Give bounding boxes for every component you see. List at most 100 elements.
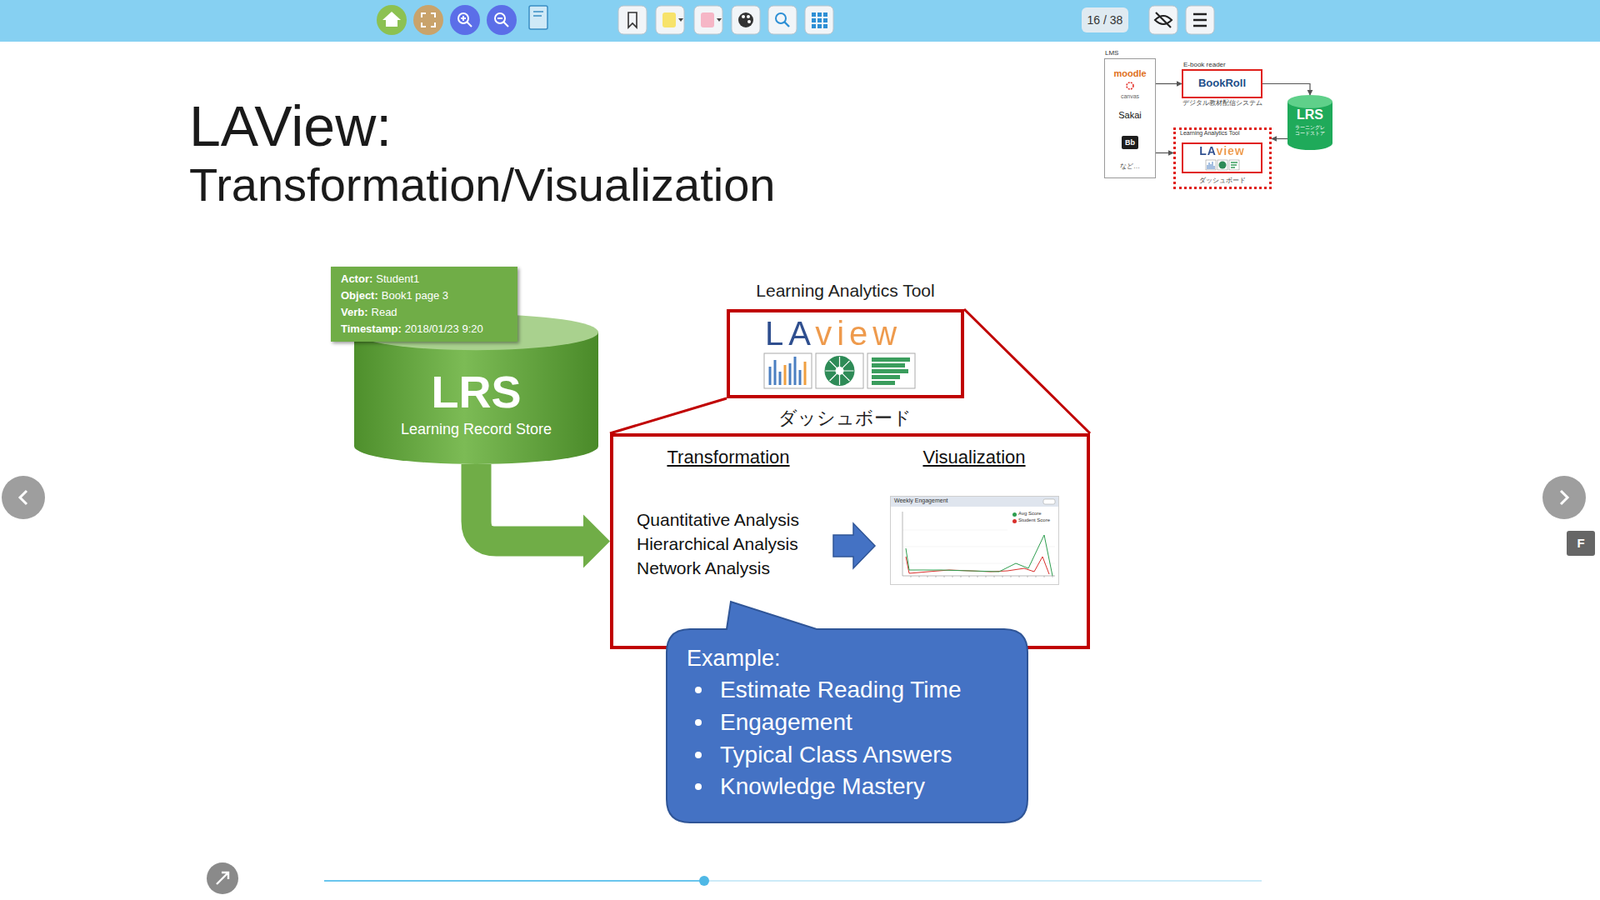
- toolbar-part: [747, 20, 751, 24]
- laview-icons-part-part: [871, 363, 905, 368]
- cylinder-top: [354, 314, 599, 350]
- box-heading: E-book reader: [1183, 60, 1226, 69]
- analysis-item: Quantitative Analysis: [636, 510, 800, 530]
- cylinder-caption: Learning Record Store: [400, 420, 552, 439]
- flow-arrow-head: [583, 515, 610, 569]
- analytics-tool-box: Learning Analytics ToolダッシュボードLAview: [1173, 127, 1272, 190]
- statement-key: Actor:: [340, 272, 373, 285]
- toolbar-part: [741, 15, 745, 19]
- toolbar-part-part: [811, 12, 816, 17]
- mini-logos-part: [1126, 82, 1134, 90]
- analysis-item: Hierarchical Analysis: [636, 534, 799, 555]
- cylinder-label: LRS: [431, 365, 522, 418]
- laview-icons-part: [764, 353, 812, 389]
- toolbar-part: [1149, 5, 1178, 35]
- toolbar-part: [618, 5, 647, 35]
- dashboard-caption: ダッシュボード: [778, 407, 912, 429]
- ebook-reader-box: E-book readerBookRollデジタル教材配信システム: [1181, 69, 1263, 99]
- connector: [1271, 138, 1288, 140]
- flow-arrow: [476, 464, 611, 569]
- statement-value: Student1: [375, 272, 420, 285]
- laview-icons-part: [825, 355, 855, 386]
- navigation-controls-part: [1542, 475, 1586, 520]
- logo-text: LAview: [1199, 144, 1245, 158]
- statement-key: Object:: [340, 289, 379, 302]
- bullet-text: Engagement: [720, 709, 853, 736]
- zoom-lines: [610, 309, 1090, 434]
- statement-line: Verb:Read: [340, 305, 398, 320]
- statement-value: Read: [371, 305, 398, 319]
- laview-icons-part-part: [785, 361, 805, 385]
- laview-icons-part-part: [871, 375, 900, 380]
- chart-illustration-part: [905, 535, 1053, 576]
- toolbar-part: [655, 5, 685, 35]
- toolbar-part: [376, 5, 407, 35]
- laview-logo-box: LAview: [1181, 142, 1263, 174]
- legend-swatch: [1012, 519, 1017, 524]
- bullet-text: Estimate Reading Time: [720, 676, 961, 704]
- logo-text: Sakai: [1118, 110, 1142, 121]
- statement-value: 2018/01/23 9:20: [405, 322, 484, 335]
- dashboard-frame: TransformationQuantitative AnalysisHiera…: [610, 433, 1090, 650]
- bullet-text: Typical Class Answers: [720, 741, 953, 769]
- toolbar-part: [731, 5, 760, 35]
- toolbar-part: [678, 18, 684, 22]
- laview-icons-part-part: [871, 369, 909, 374]
- toolbar-part-part: [817, 18, 822, 23]
- mini-logos-part: [1205, 160, 1216, 170]
- laview-icons-part: [825, 356, 855, 385]
- navigation-controls-part: [324, 880, 1262, 882]
- toolbar-part: [486, 5, 517, 35]
- laview-icons-part-part: [871, 357, 910, 362]
- cylinder-top: [1287, 95, 1333, 109]
- chart-illustration-part: [910, 575, 1053, 578]
- page-counter: 16 / 38: [1081, 7, 1129, 33]
- logo-text: canvas: [1120, 93, 1140, 100]
- statement-value: Book1 page 3: [381, 289, 449, 302]
- logo-text: moodle: [1113, 68, 1146, 80]
- cylinder-body: [1287, 101, 1333, 150]
- box-heading: Learning Analytics Tool: [755, 280, 935, 301]
- toolbar-part: [811, 12, 828, 29]
- laview-icons-part: [815, 353, 864, 389]
- box-text: など…: [1120, 162, 1140, 170]
- toolbar-part: [421, 13, 435, 27]
- toolbar-part: [662, 12, 676, 28]
- toolbar-part: [805, 5, 834, 35]
- example-callout: Example: Estimate Reading TimeEngagementT…: [666, 629, 1028, 823]
- connector: [1262, 84, 1310, 96]
- cylinder-outline: [1287, 95, 1333, 150]
- chart-illustration-part: [905, 556, 1050, 575]
- toolbar-part-part: [811, 18, 816, 23]
- legend-swatch: [1012, 512, 1017, 517]
- navigation-controls-part: [324, 880, 705, 882]
- toolbar-part: [450, 5, 480, 35]
- statement-key: Verb:: [340, 305, 369, 319]
- toolbar-part: [716, 18, 722, 22]
- slide-title: LAView: Transformation/Visualization: [189, 93, 940, 213]
- toolbar-part: [382, 11, 401, 27]
- toolbar-part: [413, 5, 444, 35]
- toolbar-part: [738, 12, 754, 28]
- lms-box: LMSmoodlecanvasSakaiBbなど…: [1104, 58, 1156, 179]
- analysis-item: Network Analysis: [636, 558, 770, 579]
- mini-logos-part: [1229, 160, 1240, 170]
- chart-illustration-part: [890, 496, 1059, 507]
- navigation-controls-part: [1, 475, 45, 520]
- bullet-text: Knowledge Mastery: [720, 773, 925, 800]
- toolbar-part: [1193, 14, 1207, 26]
- toolbar-part: [497, 18, 509, 27]
- legend-text: Avg Score: [1018, 510, 1042, 517]
- flow-arrow-stem: [476, 464, 586, 542]
- product-name: BookRoll: [1198, 77, 1246, 90]
- section-heading: Transformation: [666, 446, 790, 468]
- laview-icons-part-part: [871, 380, 895, 385]
- toolbar-part: [460, 15, 472, 27]
- side-tab-letter: F: [1566, 530, 1595, 556]
- chart-thumbnail: Weekly EngagementAvg ScoreStudent Score: [890, 495, 1060, 585]
- statement-line: Timestamp:2018/01/23 9:20: [340, 321, 484, 337]
- legend-text: Student Score: [1018, 517, 1050, 524]
- toolbar-part: [529, 5, 548, 30]
- toolbar-part: [0, 0, 1600, 42]
- callout-heading: Example:: [686, 645, 781, 672]
